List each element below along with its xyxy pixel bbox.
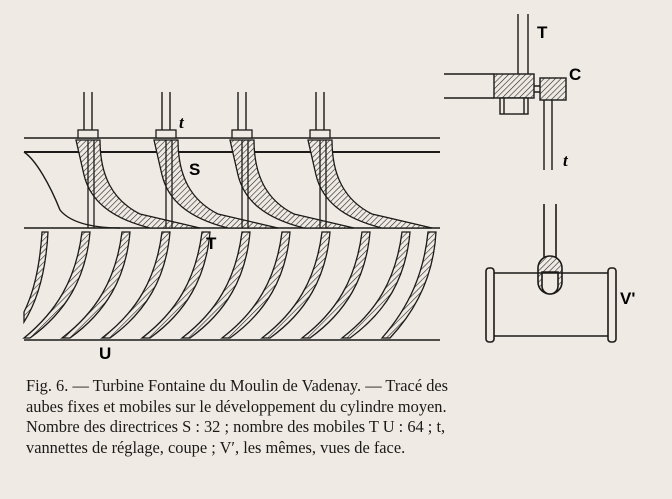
moving-blades [22, 231, 440, 341]
label-c: C [569, 65, 581, 84]
label-t-main: t [179, 113, 185, 132]
gate-section-detail [444, 14, 567, 170]
caption-line-4: vannettes de réglage, coupe ; V′, les mê… [26, 437, 406, 457]
gate-front-view [485, 204, 617, 343]
label-u: U [99, 344, 111, 360]
label-t-gate: t [563, 151, 569, 170]
label-t-blade: T [206, 234, 217, 253]
caption-line-2: aubes fixes et mobiles sur le développem… [26, 396, 447, 416]
guide-vane [75, 129, 433, 229]
turbine-figure: t S T U T C t V' [22, 14, 635, 360]
label-s: S [189, 160, 200, 179]
label-t-detail: T [537, 23, 548, 42]
caption-line-3: Nombre des directrices S : 32 ; nombre d… [26, 417, 446, 436]
caption-line-1: Fig. 6. — Turbine Fontaine du Moulin de … [26, 376, 449, 395]
figure-caption: Fig. 6. — Turbine Fontaine du Moulin de … [26, 376, 656, 458]
label-v-prime: V' [620, 289, 635, 308]
